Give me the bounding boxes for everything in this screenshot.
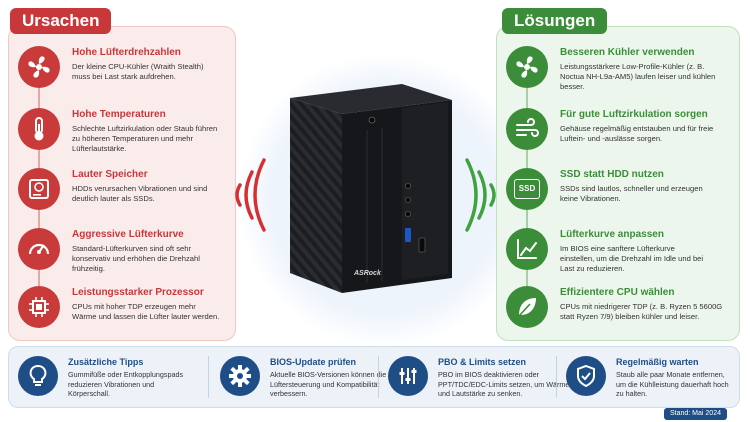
causes-heading: Ursachen [10, 8, 112, 34]
solution-item: Besseren Kühler verwenden Leistungsstärk… [506, 46, 736, 92]
date-badge: Stand: Mai 2024 [664, 408, 727, 420]
cause-desc: Standard-Lüfterkurven sind oft sehr kons… [72, 244, 200, 273]
noise-waves-icon [235, 158, 266, 232]
solution-title: Für gute Luftzirkulation sorgen [560, 109, 708, 120]
tip-title: Zusätzliche Tipps [68, 357, 144, 367]
tip-title: PBO & Limits setzen [438, 357, 527, 367]
cause-item: Leistungsstarker Prozessor CPUs mit hohe… [18, 286, 234, 328]
sliders-icon [388, 356, 428, 396]
connector-line [526, 210, 528, 228]
connector-line [38, 88, 40, 108]
brand-logo: ASRock [354, 270, 381, 277]
divider [556, 356, 557, 398]
connector-line [38, 210, 40, 228]
connector-line [38, 270, 40, 286]
connector-line [526, 150, 528, 168]
ssd-icon-label: SSD [514, 179, 540, 199]
tip-desc: PBO im BIOS deaktivieren oder PPT/TDC/ED… [438, 370, 570, 398]
tip-desc: Gummifüße oder Entkopplungspads reduzier… [68, 370, 184, 398]
cause-title: Leistungsstarker Prozessor [72, 287, 204, 298]
leaf-icon [506, 286, 548, 328]
cause-item: Lauter Speicher HDDs verursachen Vibrati… [18, 168, 234, 210]
solution-item: Effizientere CPU wählen CPUs mit niedrig… [506, 286, 736, 328]
cause-title: Lauter Speicher [72, 169, 148, 180]
solutions-heading: Lösungen [502, 8, 608, 34]
cause-title: Hohe Temperaturen [72, 109, 166, 120]
lightbulb-icon [18, 356, 58, 396]
gear-icon [220, 356, 260, 396]
solution-title: Effizientere CPU wählen [560, 287, 675, 298]
solution-item: Lüfterkurve anpassen Im BIOS eine sanfte… [506, 228, 736, 274]
connector-line [38, 150, 40, 168]
cpu-icon [18, 286, 60, 328]
solution-desc: SSDs sind lautlos, schneller und erzeuge… [560, 184, 703, 203]
solution-item: SSD SSD statt HDD nutzen SSDs sind lautl… [506, 168, 736, 210]
fan-icon [18, 46, 60, 88]
quiet-waves-icon [465, 158, 496, 232]
ssd-icon: SSD [506, 168, 548, 210]
solution-title: Lüfterkurve anpassen [560, 229, 664, 240]
solution-desc: Gehäuse regelmäßig entstauben und für fr… [560, 124, 714, 143]
solution-desc: CPUs mit niedrigerer TDP (z. B. Ryzen 5 … [560, 302, 723, 321]
solution-desc: Im BIOS eine sanftere Lüfterkurve einste… [560, 244, 704, 273]
airflow-icon [506, 108, 548, 150]
cause-desc: Der kleine CPU-Kühler (Wraith Stealth) m… [72, 62, 204, 81]
divider [208, 356, 209, 398]
cause-desc: HDDs verursachen Vibrationen und sind de… [72, 184, 208, 203]
solution-item: Für gute Luftzirkulation sorgen Gehäuse … [506, 108, 736, 150]
solution-title: Besseren Kühler verwenden [560, 47, 695, 58]
cause-title: Hohe Lüfterdrehzahlen [72, 47, 181, 58]
cause-desc: Schlechte Luftzirkulation oder Staub füh… [72, 124, 218, 153]
cause-item: Hohe Temperaturen Schlechte Luftzirkulat… [18, 108, 234, 154]
cause-item: Aggressive Lüfterkurve Standard-Lüfterku… [18, 228, 234, 274]
tip-desc: Staub alle paar Monate entfernen, um die… [616, 370, 729, 398]
cause-item: Hohe Lüfterdrehzahlen Der kleine CPU-Küh… [18, 46, 234, 88]
connector-line [526, 88, 528, 108]
connector-line [526, 270, 528, 286]
tip-title: Regelmäßig warten [616, 357, 699, 367]
shield-check-icon [566, 356, 606, 396]
tip-item: BIOS-Update prüfen Aktuelle BIOS-Version… [220, 356, 388, 399]
tip-item: PBO & Limits setzen PBO im BIOS deaktivi… [388, 356, 570, 399]
mini-pc-illustration: ASRock [282, 78, 472, 303]
curve-chart-icon [506, 228, 548, 270]
tip-title: BIOS-Update prüfen [270, 357, 357, 367]
fan-icon [506, 46, 548, 88]
cause-title: Aggressive Lüfterkurve [72, 229, 184, 240]
cause-desc: CPUs mit hoher TDP erzeugen mehr Wärme u… [72, 302, 220, 321]
hdd-icon [18, 168, 60, 210]
tip-desc: Aktuelle BIOS-Versionen können die Lüfte… [270, 370, 387, 398]
solution-desc: Leistungsstärkere Low-Profile-Kühler (z.… [560, 62, 716, 91]
solution-title: SSD statt HDD nutzen [560, 169, 664, 180]
thermometer-icon [18, 108, 60, 150]
gauge-icon [18, 228, 60, 270]
tips-bar [8, 346, 740, 408]
divider [378, 356, 379, 398]
tip-item: Zusätzliche Tipps Gummifüße oder Entkopp… [18, 356, 192, 399]
tip-item: Regelmäßig warten Staub alle paar Monate… [566, 356, 734, 399]
